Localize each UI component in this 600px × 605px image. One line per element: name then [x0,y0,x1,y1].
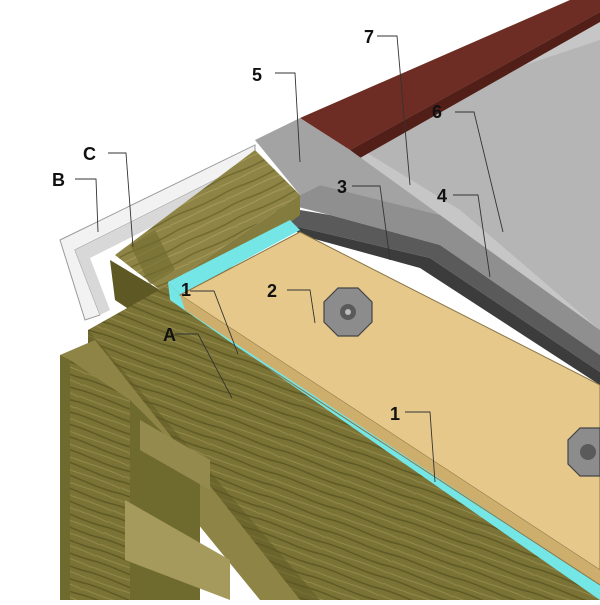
callout-7: 7 [364,27,374,47]
parapet-timber-block [130,230,175,285]
callout-C: C [83,144,96,164]
callout-B: B [52,170,65,190]
frame-noggin [140,420,210,490]
fastener-washer-1 [323,287,373,337]
coping-brown-strip [300,0,600,150]
callout-A: A [163,325,176,345]
callout-2: 2 [267,281,277,301]
frame-rail [125,500,230,600]
insulation-seam [194,319,600,586]
membrane-cyan-top [168,220,300,295]
leader-lines [75,35,504,483]
callout-1-right: 1 [390,404,400,424]
callout-6: 6 [432,102,442,122]
callout-4: 4 [437,186,447,206]
flashing-slope [270,185,600,355]
fastener-washer-2 [567,427,600,477]
callout-3: 3 [337,177,347,197]
insulation-board-side [180,295,600,585]
coping-brown-edge [350,12,600,158]
callout-5: 5 [252,65,262,85]
membrane-dark-layer [270,205,600,372]
frame-post [70,360,130,600]
callout-1-left: 1 [181,280,191,300]
flashing-top [255,118,440,215]
timber-deck [88,285,600,600]
post-left-edge [60,355,70,600]
